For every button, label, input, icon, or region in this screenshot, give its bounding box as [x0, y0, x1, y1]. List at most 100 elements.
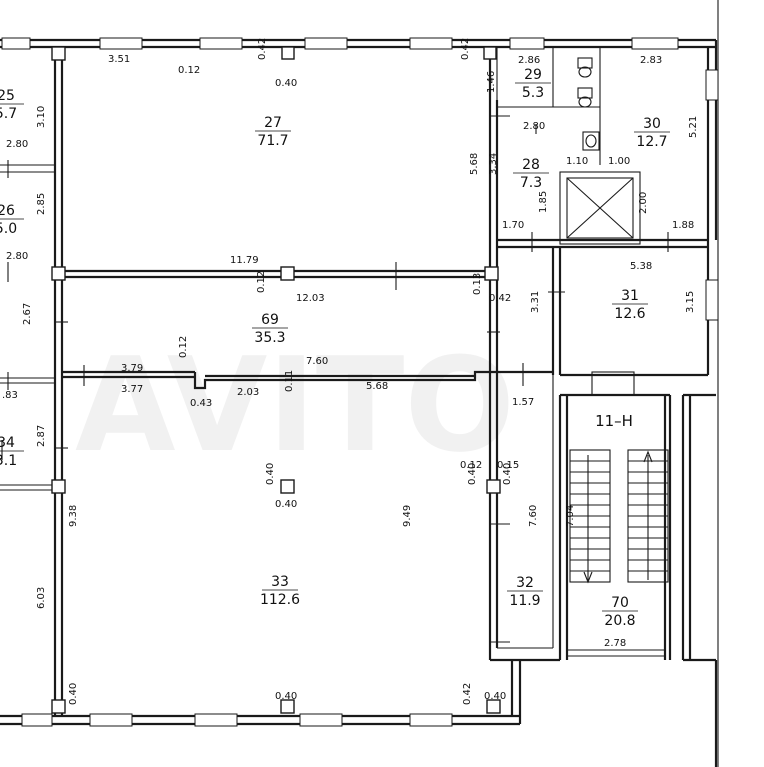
room-number: 28 [522, 157, 540, 173]
dimension-label: 3.10 [36, 106, 47, 128]
dimension-label: 5.68 [469, 153, 480, 175]
room-label-30: 30 12.7 [634, 116, 670, 150]
watermark: AVITO [75, 329, 515, 481]
walls [0, 38, 718, 767]
dimension-label: 0.40 [265, 463, 276, 485]
room-label-70: 70 20.8 [602, 595, 638, 629]
room-number: 70 [611, 595, 629, 611]
dimension-label: 2.00 [638, 192, 649, 214]
dimension-label: 2.80 [6, 139, 28, 150]
room-area: 12.7 [636, 134, 667, 150]
dimension-label: 2.78 [604, 638, 626, 649]
dimension-label: 2.87 [36, 425, 47, 447]
dimension-label: 0.40 [502, 463, 513, 485]
room-number: 29 [524, 67, 542, 83]
room-number: 32 [516, 575, 534, 591]
room-number: 30 [643, 116, 661, 132]
dimension-label: 2.83 [640, 55, 662, 66]
room-area: 12.6 [614, 306, 645, 322]
room-number: 25 [0, 88, 15, 104]
dimension-label: 0.40 [484, 691, 506, 702]
room-label-31: 31 12.6 [612, 288, 648, 322]
dimension-label: 7.04 [565, 505, 576, 527]
room-area: 11.9 [509, 593, 540, 609]
dimension-label: 0.40 [275, 499, 297, 510]
room-area: 7.3 [520, 175, 542, 191]
dimension-label: .83 [2, 390, 18, 401]
dimension-label: 3.31 [530, 291, 541, 313]
door-marks [1, 115, 669, 643]
section-label: 11–Н [595, 412, 633, 430]
dimension-label: 5.38 [630, 261, 652, 272]
dimension-label: 1.85 [538, 191, 549, 213]
dimension-label: 7.60 [528, 505, 539, 527]
room-area: 112.6 [260, 592, 300, 608]
windows [1, 37, 719, 727]
room-area: 71.7 [257, 133, 288, 149]
dimension-label: 0.42 [257, 38, 268, 60]
dimension-label: 0.43 [190, 398, 212, 409]
dimension-label: 11.79 [230, 255, 259, 266]
dimension-label: 2.80 [523, 121, 545, 132]
dimension-label: 1.00 [608, 156, 630, 167]
dimension-label: 1.57 [512, 397, 534, 408]
room-labels: 255.7265.0343.12771.7295.3287.33012.7311… [0, 67, 670, 629]
dimension-label: 0.11 [284, 370, 295, 392]
room-area: 35.3 [254, 330, 285, 346]
room-area: 20.8 [604, 613, 635, 629]
columns [51, 46, 501, 714]
dimension-label: 6.03 [36, 587, 47, 609]
dimension-label: 3.79 [121, 363, 143, 374]
dimension-label: 0.13 [472, 273, 483, 295]
dimension-label: 2.85 [36, 193, 47, 215]
dimension-label: 3.34 [488, 153, 499, 175]
dimension-label: 0.12 [178, 336, 189, 358]
dimension-label: 0.12 [178, 65, 200, 76]
dimension-label: 0.40 [68, 683, 79, 705]
dimension-label: 0.12 [256, 271, 267, 293]
dimension-label: 2.86 [518, 55, 540, 66]
dimension-label: 9.38 [68, 505, 79, 527]
dimension-label: 5.21 [688, 116, 699, 138]
dimension-label: 0.42 [460, 38, 471, 60]
dimension-label: 5.68 [366, 381, 388, 392]
dimension-label: 3.77 [121, 384, 143, 395]
dimension-label: 0.40 [275, 691, 297, 702]
fixtures [577, 57, 600, 151]
dimension-label: 1.70 [502, 220, 524, 231]
dimension-label: 0.40 [275, 78, 297, 89]
dimension-label: 3.15 [685, 291, 696, 313]
room-label-26: 265.0 [0, 203, 24, 237]
dimension-label: 3.51 [108, 54, 130, 65]
room-area: 3.1 [0, 453, 17, 469]
dimension-label: 0.15 [497, 460, 519, 471]
room-area: 5.0 [0, 221, 17, 237]
room-label-34: 343.1 [0, 435, 24, 469]
room-number: 26 [0, 203, 15, 219]
room-number: 31 [621, 288, 639, 304]
dimension-label: 1.46 [486, 71, 497, 93]
dimension-label: 12.03 [296, 293, 325, 304]
dimension-label: 0.42 [462, 683, 473, 705]
room-label-27: 27 71.7 [255, 115, 291, 149]
room-label-29: 295.3 [515, 67, 551, 101]
dimension-label: 2.67 [22, 303, 33, 325]
dimension-label: 7.60 [306, 356, 328, 367]
dimension-label: 0.40 [467, 463, 478, 485]
dimension-label: 0.42 [489, 293, 511, 304]
room-area: 5.7 [0, 106, 17, 122]
dimension-label: 1.10 [566, 156, 588, 167]
dimension-label: 2.03 [237, 387, 259, 398]
room-label-28: 287.3 [513, 157, 549, 191]
room-label-25: 255.7 [0, 88, 24, 122]
dimension-label: 9.49 [402, 505, 413, 527]
staircase [569, 449, 669, 584]
dimension-label: 2.80 [6, 251, 28, 262]
room-number: 27 [264, 115, 282, 131]
room-label-32: 32 11.9 [507, 575, 543, 609]
room-number: 34 [0, 435, 15, 451]
